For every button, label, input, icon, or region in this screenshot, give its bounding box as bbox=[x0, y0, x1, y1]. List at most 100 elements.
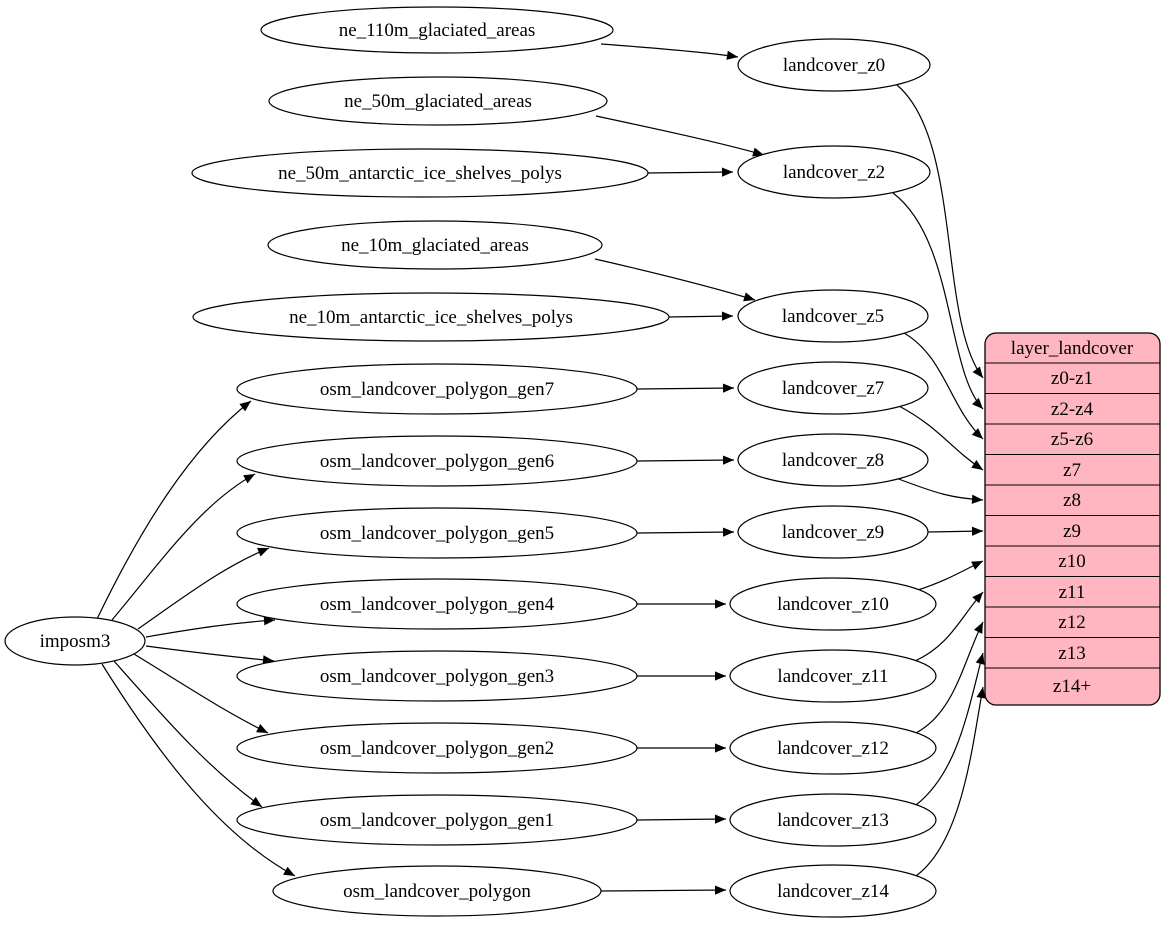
node-ne-110m-glaciated-areas: ne_110m_glaciated_areas bbox=[260, 6, 614, 54]
osm-landcover-polygon-gen2-shape bbox=[236, 722, 638, 774]
node-osm-landcover-polygon-gen2: osm_landcover_polygon_gen2 bbox=[236, 722, 638, 774]
edge-imposm3-to-osm-landcover-polygon-gen5 bbox=[137, 547, 270, 630]
node-ne-50m-antarctic-ice-shelves-polys: ne_50m_antarctic_ice_shelves_polys bbox=[191, 148, 649, 198]
edge-ne-50m-glaciated-areas-to-landcover-z2 bbox=[595, 115, 765, 157]
node-landcover-z12: landcover_z12 bbox=[729, 721, 937, 775]
row-z13: z13 bbox=[1058, 643, 1085, 664]
layer-landcover-record: layer_landcover z0-z1 z2-z4 z5-z6 z7 z8 … bbox=[984, 332, 1161, 706]
landcover-z7-shape bbox=[737, 361, 929, 415]
edge-landcover-z0-to-row-z0-z1 bbox=[896, 84, 984, 379]
osm-landcover-polygon-gen3-shape bbox=[236, 650, 638, 702]
edge-ne-10m-antarctic-ice-shelves-polys-to-landcover-z5 bbox=[667, 311, 734, 321]
osm-landcover-polygon-gen1-label: osm_landcover_polygon_gen1 bbox=[320, 810, 554, 831]
imposm3-shape bbox=[4, 616, 146, 666]
node-osm-landcover-polygon: osm_landcover_polygon bbox=[272, 865, 602, 917]
landcover-z0-shape bbox=[737, 38, 931, 92]
node-landcover-z7: landcover_z7 bbox=[737, 361, 929, 415]
node-landcover-z13: landcover_z13 bbox=[729, 793, 937, 847]
ne-10m-glaciated-areas-shape bbox=[267, 220, 603, 270]
ne-50m-antarctic-ice-shelves-polys-shape bbox=[191, 148, 649, 198]
node-osm-landcover-polygon-gen5: osm_landcover_polygon_gen5 bbox=[236, 507, 638, 559]
node-osm-landcover-polygon-gen3: osm_landcover_polygon_gen3 bbox=[236, 650, 638, 702]
edge-imposm3-to-osm-landcover-polygon-gen7 bbox=[96, 400, 252, 620]
landcover-z14-shape bbox=[729, 864, 937, 918]
landcover-z10-shape bbox=[729, 577, 937, 631]
landcover-z13-label: landcover_z13 bbox=[777, 810, 889, 831]
layer-landcover-title: layer_landcover bbox=[1011, 338, 1134, 359]
node-landcover-z11: landcover_z11 bbox=[729, 649, 937, 703]
row-z7: z7 bbox=[1063, 460, 1081, 481]
landcover-z11-label: landcover_z11 bbox=[777, 666, 888, 687]
edge-imposm3-to-osm-landcover-polygon-gen4 bbox=[145, 616, 276, 638]
osm-landcover-polygon-gen6-shape bbox=[236, 435, 638, 487]
layer-landcover-box bbox=[984, 332, 1161, 706]
edge-osm-landcover-polygon-gen6-to-landcover-z8 bbox=[636, 455, 735, 465]
edge-imposm3-to-osm-landcover-polygon-gen6 bbox=[111, 473, 256, 621]
edge-osm-landcover-polygon-gen5-to-landcover-z9 bbox=[636, 527, 735, 537]
edge-imposm3-to-osm-landcover-polygon-gen3 bbox=[145, 645, 275, 665]
osm-landcover-polygon-gen5-shape bbox=[236, 507, 638, 559]
row-z2-z4: z2-z4 bbox=[1051, 399, 1094, 420]
landcover-z8-label: landcover_z8 bbox=[782, 450, 884, 471]
edge-osm-landcover-polygon-gen7-to-landcover-z7 bbox=[636, 383, 735, 393]
landcover-z9-shape bbox=[737, 505, 929, 559]
row-z8: z8 bbox=[1063, 490, 1081, 511]
edge-ne-110m-glaciated-areas-to-landcover-z0 bbox=[600, 43, 739, 60]
osm-landcover-polygon-gen2-label: osm_landcover_polygon_gen2 bbox=[320, 738, 554, 759]
ne-10m-antarctic-ice-shelves-polys-shape bbox=[192, 292, 670, 342]
row-z14plus: z14+ bbox=[1053, 676, 1091, 697]
edge-landcover-z5-to-row-z5-z6 bbox=[903, 332, 984, 440]
ne-10m-glaciated-areas-label: ne_10m_glaciated_areas bbox=[341, 235, 529, 256]
row-z12: z12 bbox=[1058, 612, 1085, 633]
edge-landcover-z9-to-row-z9 bbox=[927, 526, 984, 536]
osm-landcover-polygon-gen4-shape bbox=[236, 578, 638, 630]
row-z10: z10 bbox=[1058, 551, 1085, 572]
landcover-z9-label: landcover_z9 bbox=[782, 522, 884, 543]
osm-landcover-polygon-gen5-label: osm_landcover_polygon_gen5 bbox=[320, 523, 554, 544]
node-landcover-z0: landcover_z0 bbox=[737, 38, 931, 92]
edge-landcover-z7-to-row-z7 bbox=[898, 405, 984, 471]
landcover-z0-label: landcover_z0 bbox=[783, 55, 885, 76]
node-landcover-z14: landcover_z14 bbox=[729, 864, 937, 918]
landcover-z14-label: landcover_z14 bbox=[777, 881, 889, 902]
landcover-z12-label: landcover_z12 bbox=[777, 738, 889, 759]
ne-50m-glaciated-areas-shape bbox=[268, 76, 608, 126]
node-ne-10m-antarctic-ice-shelves-polys: ne_10m_antarctic_ice_shelves_polys bbox=[192, 292, 670, 342]
ne-10m-antarctic-ice-shelves-polys-label: ne_10m_antarctic_ice_shelves_polys bbox=[289, 307, 573, 328]
row-z5-z6: z5-z6 bbox=[1051, 429, 1093, 450]
landcover-z8-shape bbox=[737, 433, 929, 487]
ne-110m-glaciated-areas-shape bbox=[260, 6, 614, 54]
node-landcover-z9: landcover_z9 bbox=[737, 505, 929, 559]
node-landcover-z5: landcover_z5 bbox=[737, 289, 929, 343]
node-landcover-z10: landcover_z10 bbox=[729, 577, 937, 631]
node-osm-landcover-polygon-gen1: osm_landcover_polygon_gen1 bbox=[236, 794, 638, 846]
osm-landcover-polygon-label: osm_landcover_polygon bbox=[343, 881, 531, 902]
edge-landcover-z2-to-row-z2-z4 bbox=[892, 192, 984, 410]
landcover-z7-label: landcover_z7 bbox=[782, 378, 884, 399]
ne-50m-glaciated-areas-label: ne_50m_glaciated_areas bbox=[344, 91, 532, 112]
row-z11: z11 bbox=[1059, 582, 1086, 603]
osm-landcover-polygon-shape bbox=[272, 865, 602, 917]
landcover-z11-shape bbox=[729, 649, 937, 703]
edge-landcover-z12-to-row-z12 bbox=[915, 621, 984, 734]
edge-landcover-z11-to-row-z11 bbox=[914, 591, 984, 662]
node-imposm3: imposm3 bbox=[4, 616, 146, 666]
node-landcover-z8: landcover_z8 bbox=[737, 433, 929, 487]
landcover-z5-shape bbox=[737, 289, 929, 343]
osm-landcover-polygon-gen4-label: osm_landcover_polygon_gen4 bbox=[320, 594, 555, 615]
landcover-z13-shape bbox=[729, 793, 937, 847]
node-osm-landcover-polygon-gen4: osm_landcover_polygon_gen4 bbox=[236, 578, 638, 630]
node-osm-landcover-polygon-gen6: osm_landcover_polygon_gen6 bbox=[236, 435, 638, 487]
landcover-z10-label: landcover_z10 bbox=[777, 594, 889, 615]
landcover-z2-shape bbox=[737, 145, 931, 199]
imposm3-label: imposm3 bbox=[40, 631, 111, 652]
ne-50m-antarctic-ice-shelves-polys-label: ne_50m_antarctic_ice_shelves_polys bbox=[278, 163, 562, 184]
osm-landcover-polygon-gen1-shape bbox=[236, 794, 638, 846]
edge-imposm3-to-osm-landcover-polygon-gen2 bbox=[133, 653, 269, 734]
edge-imposm3-to-osm-landcover-polygon-gen1 bbox=[113, 660, 263, 808]
osm-landcover-polygon-gen3-label: osm_landcover_polygon_gen3 bbox=[320, 666, 554, 687]
edge-landcover-z13-to-row-z13 bbox=[915, 652, 985, 806]
edge-landcover-z14-to-row-z14plus bbox=[915, 686, 986, 877]
